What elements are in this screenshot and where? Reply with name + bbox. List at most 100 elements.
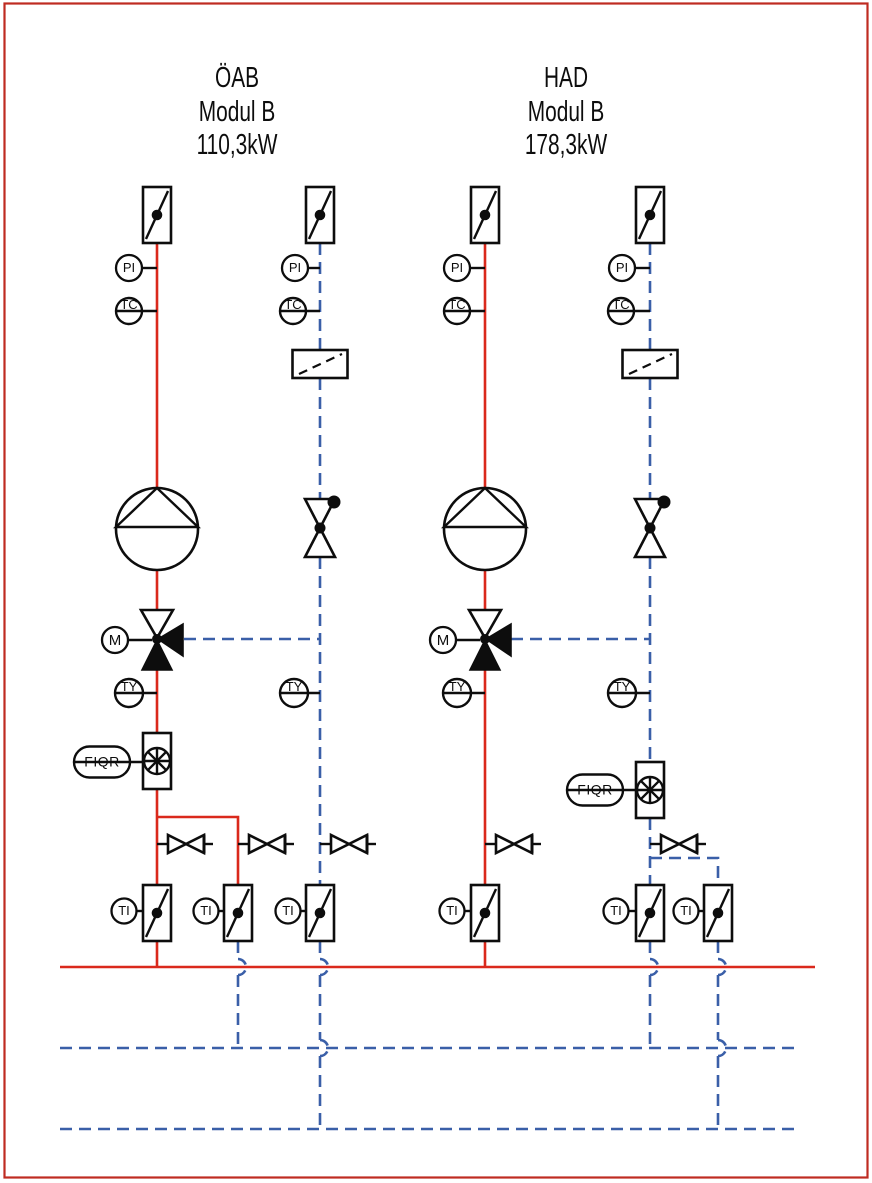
shutoff-valve-had-supply-top (469, 185, 501, 245)
module-name: HAD (544, 62, 588, 94)
instrument-tc: TC (442, 296, 485, 326)
fiqr-label: FIQR (577, 782, 612, 798)
shutoff-valve-had-return-bottom (634, 883, 666, 943)
fiqr-instrument-oab: FIQR (72, 745, 143, 779)
bottom-shutoff-valves (141, 883, 734, 943)
drain-valve-oab-supply (155, 833, 215, 855)
instrument-label: PI (451, 260, 463, 275)
motor-actuator-had: M (428, 625, 480, 655)
pipes-supply (60, 243, 815, 969)
drain-valve-oab-return (318, 833, 378, 855)
instrument-pi: PI (114, 253, 157, 283)
instrument-ti: TI (672, 897, 704, 925)
fiqr-label: FIQR (84, 754, 119, 770)
shutoff-valve-had-return-top (634, 185, 666, 245)
instrument-circle (278, 296, 308, 326)
instrument-ty: TY (113, 677, 157, 709)
actuator-label: M (109, 632, 122, 649)
instrument-label: TC (120, 297, 137, 312)
instrument-label: PI (616, 260, 628, 275)
actuator-label: M (437, 632, 450, 649)
top-shutoff-valves (141, 185, 666, 245)
shutoff-valve-oab-return-top (304, 185, 336, 245)
control-valve-had-return (633, 494, 672, 559)
pipes-return-control (60, 243, 800, 1131)
damper-oab-return (291, 348, 349, 380)
shutoff-valve-oab-supply-top (141, 185, 173, 245)
instrument-ti: TI (274, 897, 306, 925)
control-valve-oab-return (303, 494, 342, 559)
headers: ÖAB Modul B 110,3kW HAD Modul B 178,3kW (197, 62, 608, 161)
instrument-ti: TI (110, 897, 143, 925)
instrument-circle (113, 677, 145, 709)
instrument-label: TI (282, 903, 294, 918)
instrument-circle (110, 897, 138, 925)
instrument-tc: TC (606, 296, 650, 326)
sheet-border (3, 2, 869, 1179)
drain-valve-had-supply (483, 833, 543, 855)
actuator-circle (428, 625, 458, 655)
instrument-ty: TY (441, 677, 485, 709)
shutoff-valve-oab-supply-bottom (141, 883, 173, 943)
instrument-circle (280, 253, 310, 283)
fiqr-instrument-had: FIQR (565, 773, 636, 807)
flow-meters: FIQR FIQR (72, 731, 666, 820)
instrument-circle (441, 677, 473, 709)
instrument-circle (278, 677, 310, 709)
module-power: 110,3kW (197, 129, 278, 161)
shutoff-valve-oab-branch-bottom (222, 883, 254, 943)
instrument-label: TI (118, 903, 130, 918)
instrument-circle (442, 296, 472, 326)
module-name: ÖAB (215, 62, 259, 94)
flow-meter-oab (141, 731, 173, 791)
instrument-ti: TI (438, 897, 471, 925)
return-pipe-had-branch (650, 856, 720, 1129)
instruments: PI PI PI PI TC TC (110, 253, 704, 925)
instrument-circle (602, 897, 630, 925)
instrument-circle (606, 296, 636, 326)
drain-valves (155, 833, 708, 855)
instrument-label: TC (284, 297, 301, 312)
instrument-ty: TY (606, 677, 650, 709)
supply-pipe-oab (155, 243, 240, 967)
instrument-circle (438, 897, 466, 925)
pump-oab (114, 486, 200, 572)
shutoff-valve-had-branch-bottom (702, 883, 734, 943)
instrument-circle (114, 253, 144, 283)
shutoff-valve-had-supply-bottom (469, 883, 501, 943)
instrument-label: PI (289, 260, 301, 275)
instrument-circle (607, 253, 637, 283)
module-model: Modul B (199, 96, 276, 128)
instrument-tc: TC (278, 296, 320, 326)
instrument-ti: TI (192, 897, 224, 925)
instrument-pi: PI (442, 253, 485, 283)
instrument-circle (606, 677, 638, 709)
three-way-valves: M M (100, 608, 513, 672)
header-had: HAD Modul B 178,3kW (525, 62, 607, 161)
drain-valve-oab-branch (236, 833, 296, 855)
module-model: Modul B (528, 96, 605, 128)
instrument-circle (192, 897, 220, 925)
actuator-circle (100, 625, 130, 655)
flow-meter-had (634, 760, 666, 820)
instrument-pi: PI (280, 253, 320, 283)
instrument-label: PI (123, 260, 135, 275)
instrument-label: TY (449, 679, 466, 694)
instrument-label: TY (614, 679, 631, 694)
instrument-circle (672, 897, 700, 925)
instrument-label: TI (680, 903, 692, 918)
module-power: 178,3kW (525, 129, 607, 161)
pump-had (442, 486, 528, 572)
hop-branch-had-bus1 (716, 1038, 728, 1058)
instrument-label: TI (610, 903, 622, 918)
instrument-label: TY (121, 679, 138, 694)
instrument-label: TC (612, 297, 629, 312)
instrument-circle (442, 253, 472, 283)
drain-valve-had-return (648, 833, 708, 855)
instrument-pi: PI (607, 253, 650, 283)
shutoff-valve-oab-return-bottom (304, 883, 336, 943)
fiqr-oval (72, 745, 132, 779)
instrument-tc: TC (114, 296, 157, 326)
instrument-circle (114, 296, 144, 326)
